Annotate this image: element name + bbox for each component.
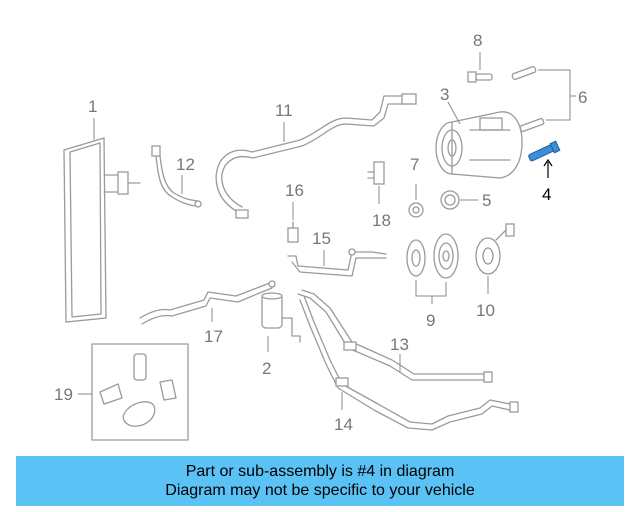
callout-8[interactable]: 8 <box>473 31 482 50</box>
callout-14[interactable]: 14 <box>334 415 353 434</box>
banner-line-2: Diagram may not be specific to your vehi… <box>165 482 475 499</box>
callout-6[interactable]: 6 <box>578 88 587 107</box>
callout-16[interactable]: 16 <box>285 181 304 200</box>
callout-17[interactable]: 17 <box>204 327 223 346</box>
part-7-nut[interactable] <box>408 202 424 218</box>
callout-5[interactable]: 5 <box>482 191 491 210</box>
callout-7[interactable]: 7 <box>410 155 419 174</box>
part-18-bracket[interactable] <box>367 161 385 185</box>
callout-3[interactable]: 3 <box>440 85 449 104</box>
part-14-line[interactable] <box>299 295 519 431</box>
part-2-drier[interactable] <box>261 292 301 343</box>
part-11-line[interactable] <box>215 93 417 219</box>
part-9-clutch[interactable] <box>406 233 459 279</box>
parts-diagram: 1 12 11 16 15 17 <box>54 31 587 441</box>
callout-19[interactable]: 19 <box>54 385 73 404</box>
leader-9 <box>415 280 447 304</box>
callout-1[interactable]: 1 <box>88 97 97 116</box>
part-5-ring[interactable] <box>440 190 460 210</box>
part-10-coil[interactable] <box>475 223 515 275</box>
part-6-studs[interactable] <box>511 65 545 133</box>
callout-4[interactable]: 4 <box>542 185 551 204</box>
part-1-condenser[interactable] <box>63 137 141 323</box>
leader-6 <box>538 69 576 121</box>
callout-2[interactable]: 2 <box>262 359 271 378</box>
leader-4 <box>543 158 553 178</box>
callout-15[interactable]: 15 <box>312 229 331 248</box>
callout-11[interactable]: 11 <box>275 101 293 120</box>
part-16-switch[interactable] <box>287 221 299 243</box>
callout-10[interactable]: 10 <box>476 301 495 320</box>
part-12-hose[interactable] <box>151 145 202 208</box>
part-17-line[interactable] <box>139 280 276 325</box>
callout-18[interactable]: 18 <box>372 211 391 230</box>
part-15-line[interactable] <box>287 248 387 277</box>
info-banner: Part or sub-assembly is #4 in diagram Di… <box>16 456 624 506</box>
part-3-compressor[interactable] <box>435 111 523 179</box>
banner-line-1: Part or sub-assembly is #4 in diagram <box>185 463 455 480</box>
leader-3 <box>447 101 461 125</box>
callout-12[interactable]: 12 <box>176 155 195 174</box>
part-8-bolt[interactable] <box>467 71 493 83</box>
callout-13[interactable]: 13 <box>390 335 409 354</box>
part-19-kit[interactable] <box>91 343 189 441</box>
part-4-bolt[interactable] <box>528 140 561 162</box>
callout-9[interactable]: 9 <box>426 311 435 330</box>
part-13-line[interactable] <box>297 289 493 383</box>
